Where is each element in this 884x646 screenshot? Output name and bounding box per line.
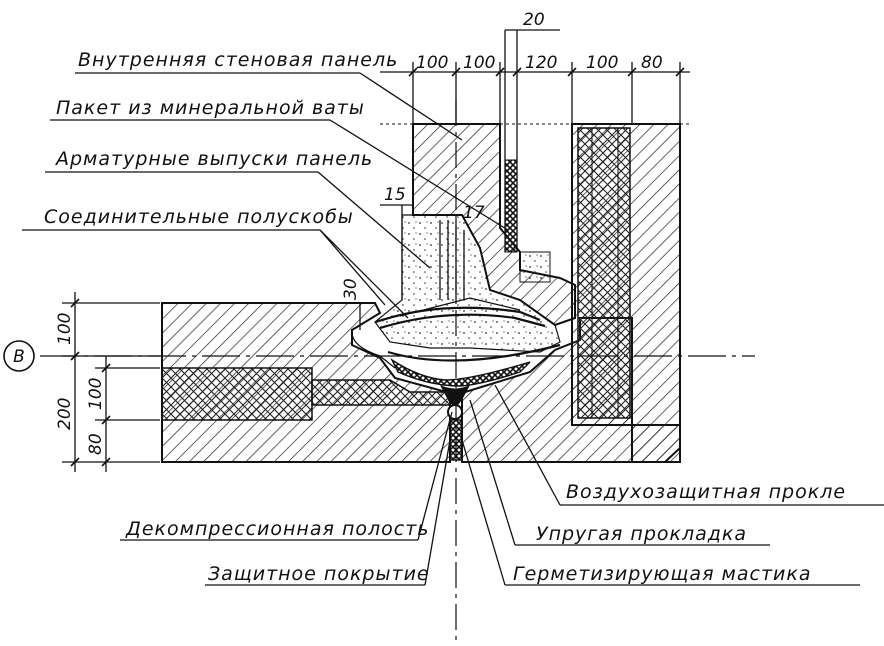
top-dimensions: 20 100 100 120 100 80: [380, 10, 690, 125]
label-sealing-mastic: Герметизирующая мастика: [513, 563, 812, 585]
label-elastic-gasket: Упругая прокладка: [536, 523, 747, 545]
label-connecting-brackets: Соединительные полускобы: [44, 206, 354, 228]
inner-dimensions: 15 17 30: [341, 185, 485, 330]
outer-wall: [571, 123, 681, 463]
dim-left-80: 80: [86, 433, 106, 455]
floor-insulation-mid: [311, 379, 451, 406]
label-air-protective-gasket: Воздухозащитная прокле: [566, 481, 846, 503]
dim-top-20: 20: [523, 10, 545, 30]
axis-marker-label: В: [13, 347, 25, 367]
label-mineral-wool: Пакет из минеральной ваты: [56, 97, 365, 119]
wall-insulation: [577, 127, 631, 419]
floor-insulation-left: [161, 367, 313, 421]
air-protective-gasket: [387, 343, 561, 362]
dim-top-100a: 100: [416, 53, 448, 73]
dim-left-100b: 100: [86, 378, 106, 410]
sealing-mastic: [440, 385, 470, 405]
left-dimensions: 100 200 100 80: [55, 292, 160, 472]
dim-15: 15: [384, 185, 406, 205]
dim-left-100: 100: [55, 313, 75, 345]
dim-top-100b: 100: [463, 53, 495, 73]
dim-30: 30: [341, 278, 361, 300]
leaders-bottom: [120, 384, 884, 586]
dim-top-120: 120: [525, 53, 557, 73]
label-rebar-outlets: Арматурные выпуски панель: [54, 148, 373, 170]
mineral-wool-strip: [504, 159, 518, 253]
axis-marker: [3, 340, 35, 372]
label-protective-coating: Защитное покрытие: [208, 563, 430, 585]
label-decompression-cavity: Декомпрессионная полость: [125, 518, 430, 540]
dim-17: 17: [463, 203, 485, 223]
joint-seal: [387, 343, 561, 461]
label-inner-wall-panel: Внутренняя стеновая панель: [78, 49, 398, 71]
dim-left-200: 200: [55, 398, 75, 430]
dim-top-100c: 100: [586, 53, 618, 73]
elastic-gasket: [390, 358, 531, 387]
dim-top-80: 80: [641, 53, 663, 73]
leaders-top: [22, 72, 509, 319]
